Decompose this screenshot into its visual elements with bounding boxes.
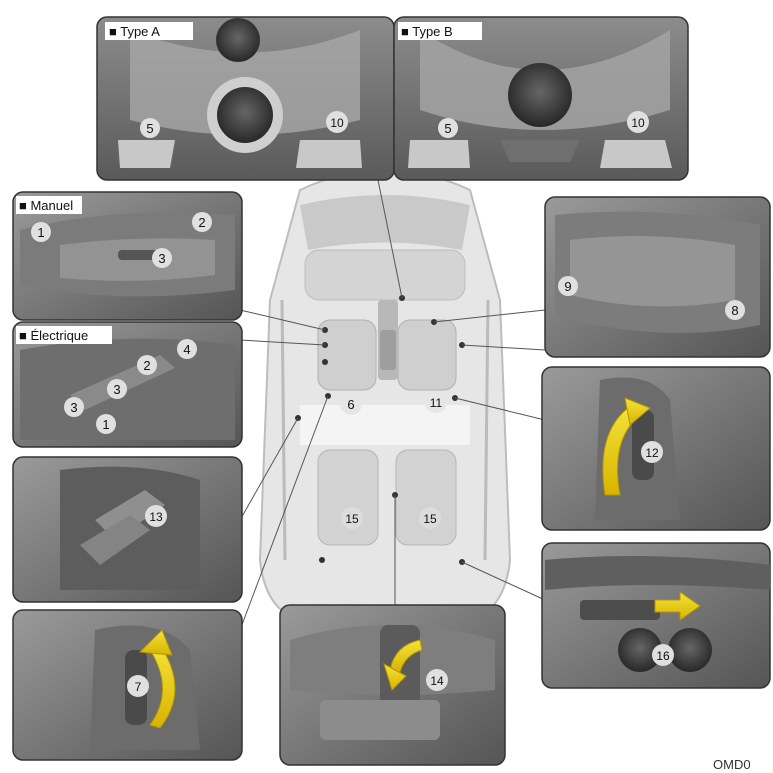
panel-electrique: ■ Électrique 1 2 3 3 4 [12, 321, 243, 448]
type-b-label: ■ Type B [401, 24, 453, 39]
panel-lumbar-right: 9 8 [544, 196, 771, 358]
callout-6: 6 [347, 397, 354, 412]
callout-4-electrique: 4 [183, 342, 190, 357]
callout-2-manuel: 2 [198, 215, 205, 230]
callout-10-type-b: 10 [631, 116, 645, 130]
callout-3a-electrique: 3 [113, 382, 120, 397]
figure-code: OMD0 [713, 757, 751, 772]
callout-15-left: 15 [345, 512, 359, 526]
panel-rear-seat: 14 [279, 604, 506, 766]
callout-3-manuel: 3 [158, 251, 165, 266]
panel-recline-right: 12 [541, 366, 771, 531]
callout-9: 9 [564, 279, 571, 294]
callout-2-electrique: 2 [143, 358, 150, 373]
panel-manuel: ■ Manuel 1 2 3 [12, 191, 243, 321]
callout-5-type-a: 5 [146, 121, 153, 136]
callout-16: 16 [656, 649, 670, 663]
callout-3b-electrique: 3 [70, 400, 77, 415]
callout-15-right: 15 [423, 512, 437, 526]
callout-14: 14 [430, 674, 444, 688]
callout-12: 12 [645, 446, 659, 460]
callout-5-type-b: 5 [444, 121, 451, 136]
callout-1-manuel: 1 [37, 225, 44, 240]
panel-type-b: ■ Type B 5 10 [393, 16, 689, 181]
manuel-label: ■ Manuel [19, 198, 73, 213]
car-top-view [258, 169, 512, 621]
callout-11: 11 [430, 396, 443, 410]
panel-type-a: ■ Type A 5 10 [96, 16, 395, 181]
panel-window-switch: 13 [12, 456, 243, 603]
callout-10-type-a: 10 [330, 116, 344, 130]
callout-13: 13 [149, 510, 163, 524]
electrique-label: ■ Électrique [19, 328, 88, 343]
panel-trunk-release: 16 [541, 542, 771, 689]
type-a-label: ■ Type A [109, 24, 160, 39]
leader-lines [239, 179, 546, 631]
callout-8: 8 [731, 303, 738, 318]
car-callouts: 6 11 15 15 [340, 391, 447, 529]
panel-recline-left: 7 [12, 609, 243, 761]
callout-7: 7 [135, 680, 142, 694]
callout-1-electrique: 1 [102, 417, 109, 432]
